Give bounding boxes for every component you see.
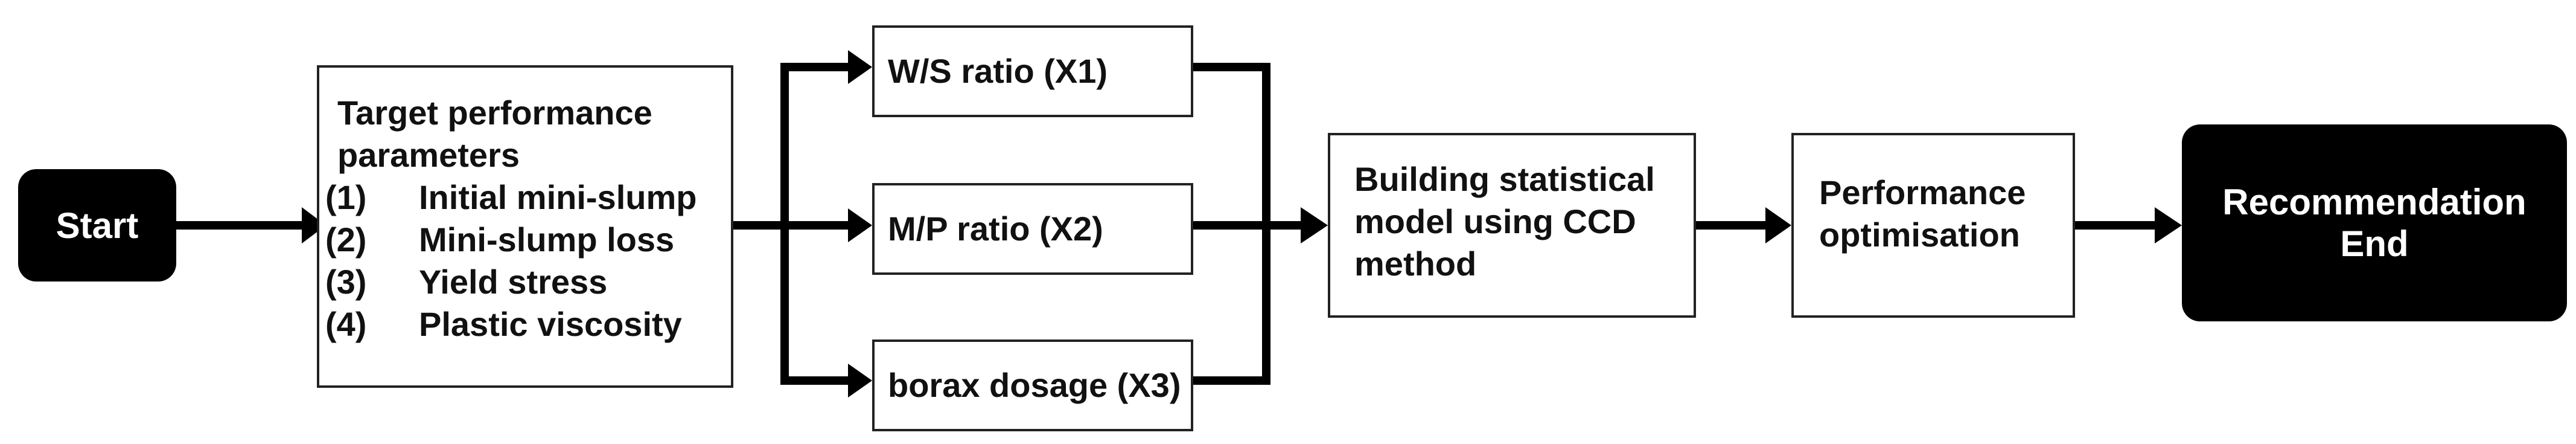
param-number: (4) bbox=[325, 305, 367, 343]
factor-box-x1: W/S ratio (X1) bbox=[872, 25, 1193, 117]
param-number: (3) bbox=[325, 263, 367, 301]
arrowhead-to-model bbox=[1301, 207, 1328, 243]
end-line2: End bbox=[2340, 224, 2409, 264]
arrowhead-start-to-targets bbox=[302, 207, 326, 243]
target-title-line1: Target performance bbox=[337, 94, 652, 132]
optimisation-box: Performance optimisation bbox=[1791, 133, 2075, 318]
start-label: Start bbox=[56, 205, 139, 246]
target-parameters-box: Target performance parameters (1) Initia… bbox=[317, 65, 733, 388]
target-parameters-title: Target performance parameters bbox=[337, 92, 731, 176]
factor-x3-label: borax dosage (X3) bbox=[888, 366, 1181, 404]
statistical-model-box: Building statistical model using CCD met… bbox=[1328, 133, 1696, 318]
target-parameter-item: (1) Initial mini-slump bbox=[325, 176, 731, 219]
model-line3: method bbox=[1354, 245, 1477, 283]
arrowhead-model-to-optimisation bbox=[1765, 207, 1791, 243]
optimisation-line2: optimisation bbox=[1819, 216, 2020, 254]
param-text: Yield stress bbox=[419, 263, 608, 301]
target-parameter-item: (3) Yield stress bbox=[325, 261, 731, 303]
start-node: Start bbox=[18, 169, 176, 282]
param-text: Plastic viscosity bbox=[419, 305, 682, 343]
factor-x1-label: W/S ratio (X1) bbox=[888, 52, 1108, 90]
target-title-line2: parameters bbox=[337, 136, 520, 174]
factor-x2-label: M/P ratio (X2) bbox=[888, 210, 1103, 248]
param-number: (1) bbox=[325, 178, 367, 216]
param-text: Initial mini-slump bbox=[419, 178, 697, 216]
arrowhead-to-x3 bbox=[848, 364, 872, 397]
end-node: Recommendation End bbox=[2182, 124, 2567, 321]
arrowhead-optimisation-to-end bbox=[2155, 207, 2182, 243]
optimisation-line1: Performance bbox=[1819, 173, 2026, 211]
factor-box-x3: borax dosage (X3) bbox=[872, 339, 1193, 431]
target-parameter-item: (4) Plastic viscosity bbox=[325, 303, 731, 346]
arrowhead-to-x1 bbox=[848, 50, 872, 84]
target-parameters-list: (1) Initial mini-slump (2) Mini-slump lo… bbox=[325, 176, 731, 346]
arrowhead-to-x2 bbox=[848, 208, 872, 242]
target-parameter-item: (2) Mini-slump loss bbox=[325, 219, 731, 261]
param-text: Mini-slump loss bbox=[419, 220, 675, 259]
end-line1: Recommendation bbox=[2222, 182, 2527, 222]
param-number: (2) bbox=[325, 220, 367, 259]
model-line1: Building statistical bbox=[1354, 160, 1655, 198]
model-line2: model using CCD bbox=[1354, 202, 1636, 240]
factor-box-x2: M/P ratio (X2) bbox=[872, 183, 1193, 275]
